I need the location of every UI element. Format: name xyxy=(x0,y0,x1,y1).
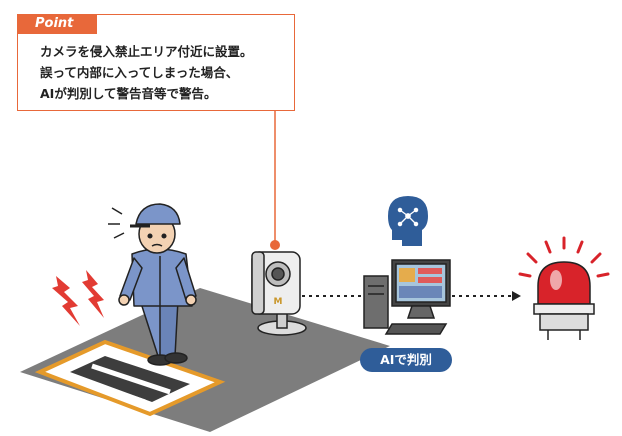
callout-text: カメラを侵入禁止エリア付近に設置。 誤って内部に入ってしまった場合、 AIが判別… xyxy=(40,41,290,104)
callout-connector xyxy=(270,111,280,250)
computer-icon xyxy=(364,260,450,334)
restricted-area-floor xyxy=(20,288,390,432)
point-callout-box: Point カメラを侵入禁止エリア付近に設置。 誤って内部に入ってしまった場合、… xyxy=(17,14,295,111)
callout-line: カメラを侵入禁止エリア付近に設置。 xyxy=(40,41,290,62)
callout-line: AIが判別して警告音等で警告。 xyxy=(40,83,290,104)
point-tag: Point xyxy=(17,14,97,34)
callout-line: 誤って内部に入ってしまった場合、 xyxy=(40,62,290,83)
svg-text:M: M xyxy=(274,297,283,307)
siren-icon xyxy=(520,238,608,340)
brain-icon xyxy=(388,196,428,246)
lightning-icon xyxy=(52,270,104,326)
ai-judgment-label: AIで判別 xyxy=(360,348,452,372)
flow-arrow-ai-to-siren xyxy=(452,291,521,301)
